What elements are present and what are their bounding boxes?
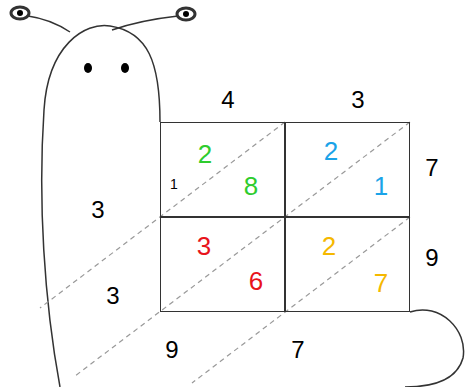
snail-tail (405, 310, 464, 387)
number-label: 7 (425, 156, 438, 180)
right-antenna (112, 16, 178, 30)
right-pupil (183, 11, 189, 17)
number-label: 7 (291, 338, 304, 362)
lattice-cell: 28 (160, 122, 285, 217)
number-label: 9 (165, 338, 178, 362)
units-digit: 6 (249, 268, 263, 294)
lattice-cell: 36 (160, 217, 285, 312)
number-label: 3 (106, 284, 119, 308)
diagonal-line (40, 122, 285, 308)
tens-digit: 2 (324, 138, 338, 164)
diagonal-line (192, 217, 410, 383)
left-eye-stalk (11, 7, 29, 19)
lattice-cell: 21 (285, 122, 410, 217)
snail-eye (84, 63, 92, 73)
snail-eye (121, 63, 129, 73)
units-digit: 1 (374, 173, 388, 199)
number-label: 3 (351, 88, 364, 112)
units-digit: 7 (374, 270, 388, 296)
tens-digit: 2 (322, 233, 336, 259)
tens-digit: 2 (198, 141, 212, 167)
number-label: 3 (91, 198, 104, 222)
left-pupil (17, 10, 23, 16)
carry-digit: 1 (170, 177, 178, 191)
diagonal-line (75, 122, 410, 376)
units-digit: 8 (244, 173, 258, 199)
tens-digit: 3 (197, 233, 211, 259)
right-eye-stalk (177, 8, 195, 20)
number-label: 4 (221, 88, 234, 112)
snail-body (42, 26, 160, 387)
left-antenna (28, 16, 70, 32)
number-label: 9 (425, 246, 438, 270)
lattice-cell: 27 (285, 217, 410, 312)
